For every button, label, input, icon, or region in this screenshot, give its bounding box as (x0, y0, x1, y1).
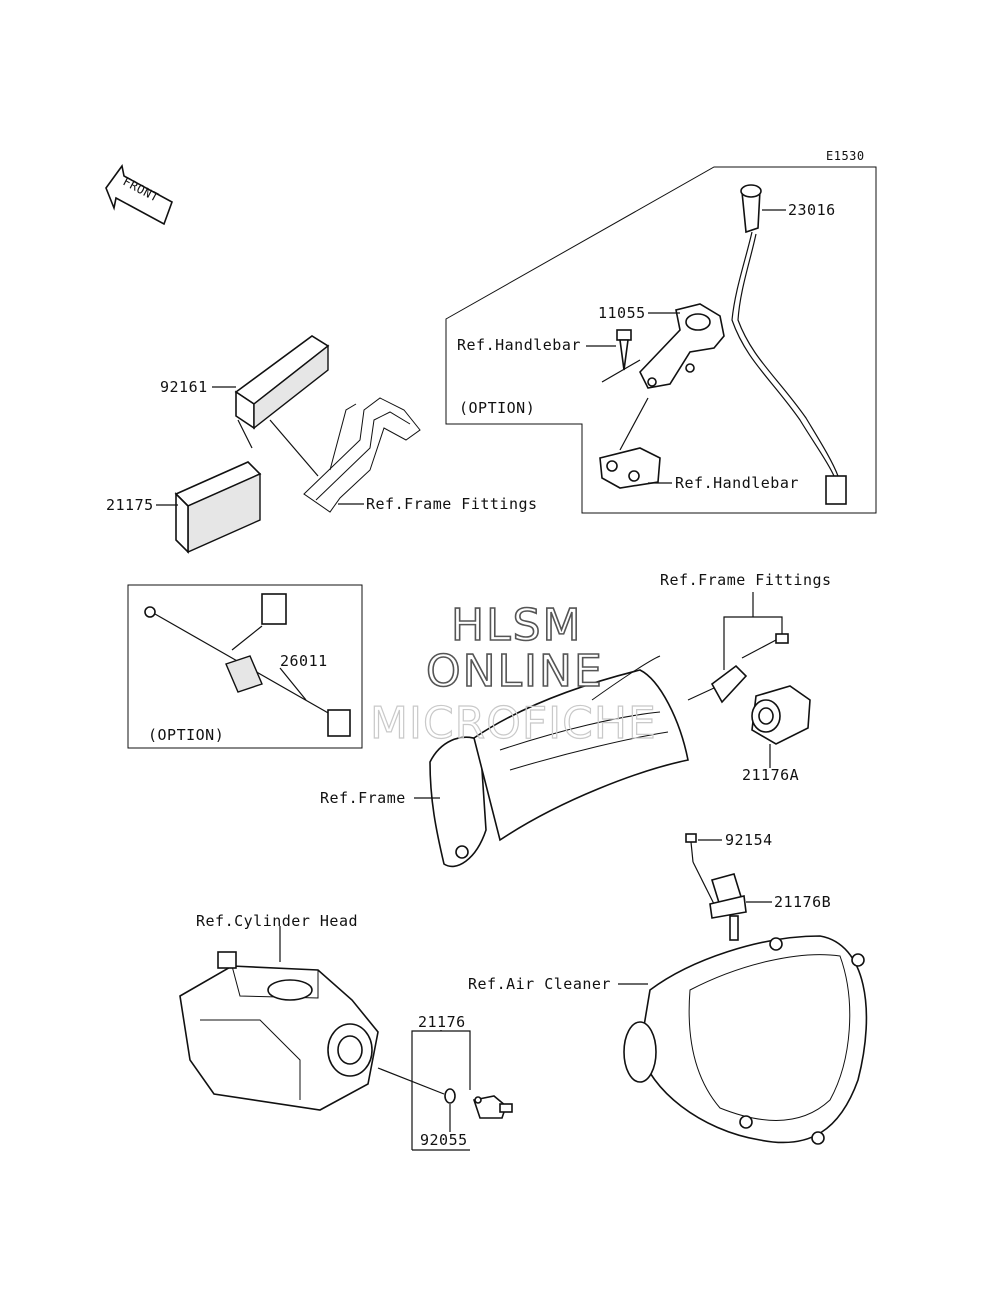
label-21176a: 21176A (742, 766, 799, 784)
label-23016: 23016 (788, 201, 836, 219)
watermark: HLSM ONLINE MICROFICHE (369, 599, 657, 749)
bolt-icon (741, 633, 789, 659)
option-box-handlebar (445, 166, 877, 514)
screw-icon (685, 833, 697, 863)
air-cleaner-housing (623, 935, 868, 1145)
label-11055: 11055 (598, 304, 646, 322)
frame (429, 655, 741, 868)
label-ref-handlebar-1: Ref.Handlebar (457, 336, 581, 354)
part-92161-ecu-holder (234, 335, 330, 430)
part-26011-wire-harness (144, 593, 351, 737)
ecu-mounting-bracket (303, 397, 421, 513)
label-21176b: 21176B (774, 893, 831, 911)
part-11055-bracket (639, 303, 725, 389)
watermark-line1: HLSM (451, 600, 583, 651)
label-92154: 92154 (725, 831, 773, 849)
option-label-1: (OPTION) (459, 399, 535, 417)
o-ring-icon (444, 1088, 456, 1104)
cylinder-head (179, 951, 379, 1111)
sensor-bracket (710, 664, 748, 704)
label-92055: 92055 (420, 1131, 468, 1149)
label-ref-air-cleaner: Ref.Air Cleaner (468, 975, 611, 993)
part-21176b-sensor (709, 873, 747, 941)
temperature-sensor (472, 1095, 513, 1119)
bolt-icon (616, 329, 632, 371)
diagram-code: E1530 (826, 149, 865, 163)
label-21175: 21175 (106, 496, 154, 514)
watermark-line2: ONLINE (426, 646, 604, 697)
handlebar-clamp (599, 447, 661, 489)
label-ref-cylinder-head: Ref.Cylinder Head (196, 912, 358, 930)
front-arrow-icon: FRONT (105, 164, 173, 226)
part-23016-switch-cable (731, 184, 847, 505)
label-26011: 26011 (280, 652, 328, 670)
label-21176: 21176 (418, 1013, 466, 1031)
option-label-2: (OPTION) (148, 726, 224, 744)
part-21176a-sensor (751, 685, 811, 745)
label-92161: 92161 (160, 378, 208, 396)
label-ref-frame-fittings-2: Ref.Frame Fittings (660, 571, 832, 589)
part-21175-ecu (174, 461, 262, 554)
watermark-line3: MICROFICHE (370, 698, 657, 749)
label-ref-frame: Ref.Frame (320, 789, 406, 807)
label-ref-frame-fittings-1: Ref.Frame Fittings (366, 495, 538, 513)
option-box-harness (127, 584, 363, 749)
label-ref-handlebar-2: Ref.Handlebar (675, 474, 799, 492)
